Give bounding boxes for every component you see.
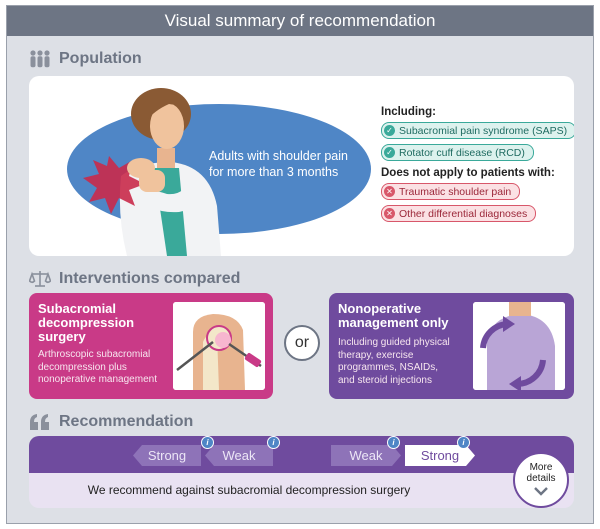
scale-strong-for: Strong [405, 445, 475, 466]
interventions-heading-label: Interventions compared [59, 270, 241, 287]
include-item: ✓ Subacromial pain syndrome (SAPS) [381, 122, 574, 139]
recommendation-scale: Strong Weak Weak Strong [29, 436, 574, 473]
check-icon: ✓ [384, 125, 395, 136]
page-title: Visual summary of recommendation [7, 6, 593, 36]
surgery-title: Subacromial decompression surgery [38, 301, 135, 344]
recommendation-heading: Recommendation [29, 410, 193, 434]
interventions-heading: Interventions compared [29, 267, 240, 291]
recommendation-statement-bar: We recommend against subacromial decompr… [29, 473, 574, 508]
excluding-label: Does not apply to patients with: [381, 167, 555, 179]
nonoperative-description: Including guided physical therapy, exerc… [338, 337, 450, 386]
more-details-label: More details [526, 462, 556, 484]
cross-icon: ✕ [384, 208, 395, 219]
recommendation-heading-label: Recommendation [59, 413, 194, 430]
check-icon: ✓ [384, 147, 395, 158]
population-criteria: Including: ✓ Subacromial pain syndrome (… [381, 106, 574, 227]
nonoperative-illustration [473, 302, 565, 390]
info-icon[interactable]: i [201, 436, 214, 449]
population-description: Adults with shoulder pain for more than … [209, 149, 348, 179]
scales-icon [29, 271, 51, 287]
info-icon[interactable]: i [457, 436, 470, 449]
scale-weak-against: Weak [205, 445, 273, 466]
cross-icon: ✕ [384, 186, 395, 197]
more-details-button[interactable]: More details [513, 452, 569, 508]
patient-illustration [83, 88, 221, 256]
summary-frame: Visual summary of recommendation Populat… [6, 5, 594, 524]
include-item-label: Subacromial pain syndrome (SAPS) [399, 124, 568, 137]
recommendation-statement: We recommend against subacromial decompr… [87, 483, 411, 497]
quote-icon [30, 414, 49, 430]
recommendation-panel: Strong Weak Weak Strong We recommend aga… [29, 436, 574, 508]
population-heading-label: Population [59, 50, 142, 67]
people-icon [30, 50, 50, 68]
info-icon[interactable]: i [387, 436, 400, 449]
surgery-description: Arthroscopic subacromial decompression p… [38, 349, 157, 385]
include-item: ✓ Rotator cuff disease (RCD) [381, 144, 534, 161]
nonoperative-card: Nonoperative management only Including g… [329, 293, 574, 399]
exclude-item: ✕ Traumatic shoulder pain [381, 183, 521, 200]
nonoperative-title: Nonoperative management only [338, 301, 449, 330]
population-heading: Population [29, 47, 142, 71]
info-icon[interactable]: i [267, 436, 280, 449]
exclude-item-label: Traumatic shoulder pain [399, 185, 512, 198]
exclude-item: ✕ Other differential diagnoses [381, 205, 537, 222]
surgery-illustration [173, 302, 265, 390]
scale-weak-for: Weak [331, 445, 401, 466]
include-item-label: Rotator cuff disease (RCD) [399, 146, 525, 159]
scale-strong-against: Strong [133, 445, 201, 466]
population-card: Adults with shoulder pain for more than … [29, 76, 574, 256]
or-badge: or [284, 325, 320, 361]
including-label: Including: [381, 106, 436, 118]
chevron-down-icon [534, 487, 548, 496]
surgery-card: Subacromial decompression surgery Arthro… [29, 293, 273, 399]
exclude-item-label: Other differential diagnoses [399, 207, 528, 220]
